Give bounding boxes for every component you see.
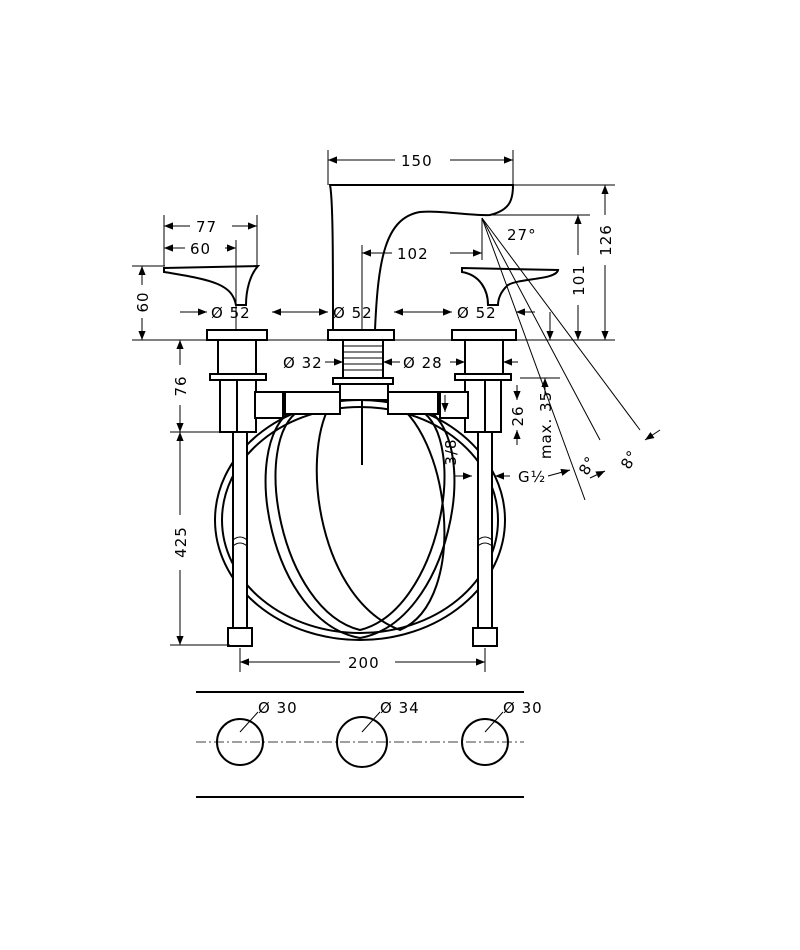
dim-26: 26	[509, 405, 527, 426]
hole-right	[461, 718, 509, 766]
dim-60-height: 60	[134, 291, 152, 312]
dim-102: 102	[397, 245, 429, 263]
dim-77: 77	[196, 218, 217, 236]
dim-base-center: Ø 52	[333, 304, 373, 322]
hose-loops	[214, 399, 506, 641]
dim-hole-left: Ø 30	[258, 699, 298, 717]
hole-center	[336, 716, 388, 768]
dimension-labels: 150 126 101 102 27° 77 60 60 Ø 52 Ø 52 Ø…	[134, 152, 642, 717]
dim-425: 425	[172, 526, 190, 558]
dim-8-deg-2: 8°	[617, 447, 642, 472]
dim-101: 101	[570, 264, 588, 296]
dim-shank-32: Ø 32	[283, 354, 323, 372]
dim-200: 200	[348, 654, 380, 672]
dim-base-left: Ø 52	[211, 304, 251, 322]
side-hoses	[227, 431, 498, 647]
dim-126: 126	[597, 224, 615, 256]
left-valve	[163, 264, 284, 433]
reference-lines	[132, 150, 641, 672]
hole-left	[216, 718, 264, 766]
dim-3-8: 3/8	[442, 438, 460, 465]
dimension-lines	[138, 156, 661, 666]
dim-shank-28: Ø 28	[403, 354, 443, 372]
dim-hole-right: Ø 30	[503, 699, 543, 717]
dim-base-right: Ø 52	[457, 304, 497, 322]
dim-76: 76	[172, 375, 190, 396]
center-spout	[284, 184, 515, 465]
dim-60-reach: 60	[190, 240, 211, 258]
dim-8-deg-1: 8°	[575, 453, 600, 478]
dim-max-35: max. 35	[537, 391, 555, 459]
dim-hole-center: Ø 34	[380, 699, 420, 717]
dim-150: 150	[401, 152, 433, 170]
mounting-hole-plan	[196, 691, 524, 798]
dim-27-deg: 27°	[507, 226, 537, 244]
right-valve	[439, 266, 560, 433]
dim-g-half: G½	[518, 468, 546, 486]
